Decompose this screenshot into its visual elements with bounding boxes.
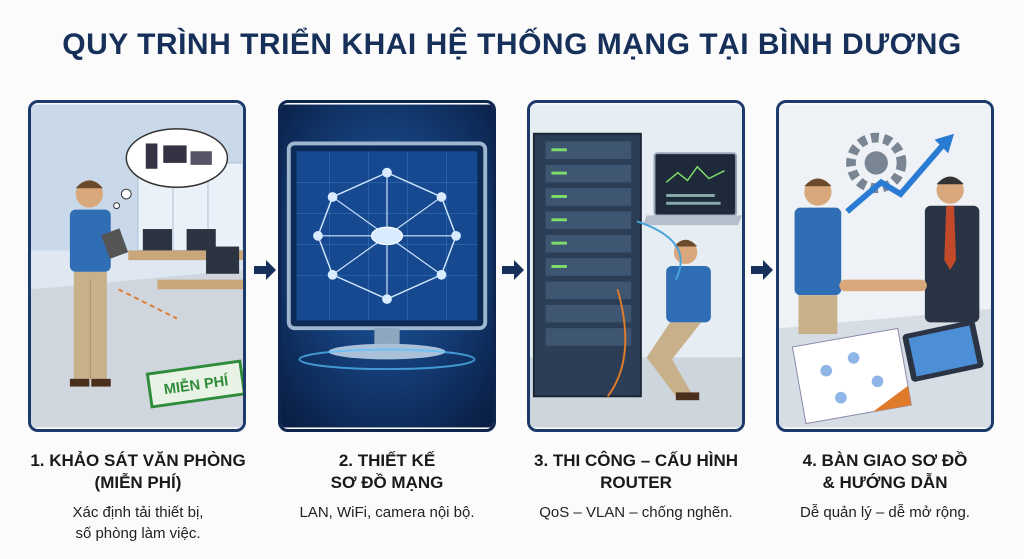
- handshake-handover-illustration: [779, 104, 991, 428]
- step-description: Xác định tải thiết bị, số phòng làm việc.: [18, 502, 258, 544]
- office-survey-illustration: MIỄN PHÍ: [31, 104, 243, 428]
- step-title: (MIỄN PHÍ): [94, 473, 182, 492]
- server-rack-technician-illustration: [530, 104, 742, 428]
- step-title: 3. THI CÔNG – CẤU HÌNH: [533, 451, 739, 470]
- step-3-caption: 3. THI CÔNG – CẤU HÌNH ROUTER QoS – VLAN…: [516, 450, 756, 523]
- step-2-caption: 2. THIẾT KẾ SƠ ĐỒ MẠNG LAN, WiFi, camera…: [267, 450, 507, 523]
- panel-network-design: [278, 100, 496, 432]
- step-description: QoS – VLAN – chống nghẽn.: [539, 504, 733, 521]
- panel-installation: [527, 100, 745, 432]
- step-1-caption: 1. KHẢO SÁT VĂN PHÒNG (MIỄN PHÍ) Xác địn…: [18, 450, 258, 544]
- arrow-right-icon: [254, 260, 276, 280]
- step-title: 1. KHẢO SÁT VĂN PHÒNG: [30, 451, 246, 470]
- step-title: ROUTER: [600, 473, 672, 492]
- step-4-caption: 4. BÀN GIAO SƠ ĐỒ & HƯỚNG DẪN Dễ quản lý…: [765, 450, 1005, 523]
- step-description-line: số phòng làm việc.: [75, 525, 201, 542]
- panel-office-survey: MIỄN PHÍ: [28, 100, 246, 432]
- page-title: QUY TRÌNH TRIỂN KHAI HỆ THỐNG MẠNG TẠI B…: [62, 28, 962, 61]
- step-description-line: Xác định tải thiết bị,: [72, 504, 204, 521]
- network-diagram-monitor-illustration: [281, 104, 493, 428]
- step-title: 2. THIẾT KẾ: [338, 451, 436, 470]
- arrow-right-icon: [751, 260, 773, 280]
- arrow-right-icon: [502, 260, 524, 280]
- step-title: SƠ ĐỒ MẠNG: [330, 473, 444, 492]
- step-title: 4. BÀN GIAO SƠ ĐỒ: [802, 451, 968, 470]
- step-title: & HƯỚNG DẪN: [822, 473, 948, 492]
- panel-handover: [776, 100, 994, 432]
- step-description: Dễ quản lý – dễ mở rộng.: [800, 504, 970, 521]
- step-description: LAN, WiFi, camera nội bộ.: [299, 504, 475, 521]
